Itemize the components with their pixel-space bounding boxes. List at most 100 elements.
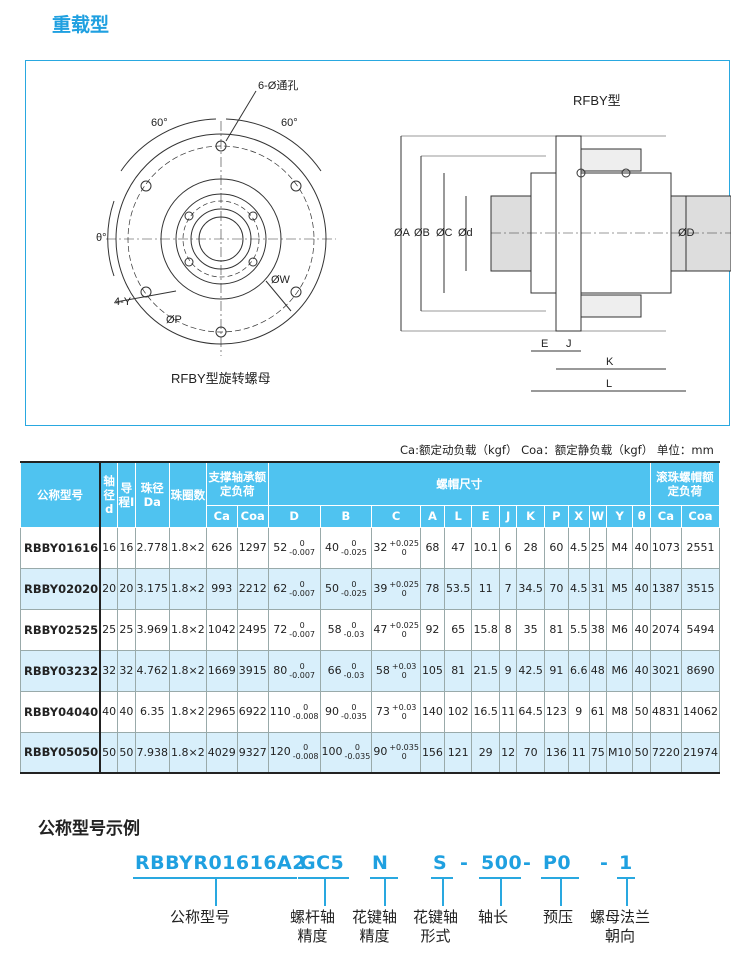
- label-j: J: [566, 338, 572, 350]
- code-part: N: [372, 852, 389, 874]
- cell-d: 32: [99, 649, 119, 692]
- code-part: 1: [619, 852, 633, 874]
- nominal-value: 58: [375, 663, 390, 677]
- label-b: ØB: [414, 227, 430, 239]
- subheader-2: D: [267, 504, 321, 528]
- cell-coa: 2212: [236, 567, 269, 610]
- code-part-label: 花键轴 形式: [413, 908, 459, 945]
- header-da: 珠径Da: [134, 461, 171, 528]
- nominal-value: 39: [373, 581, 388, 595]
- cell-da: 7.938: [134, 731, 171, 774]
- cell-X: 4.5: [567, 526, 590, 569]
- cell-nca: 4831: [649, 690, 682, 733]
- subheader-6: L: [443, 504, 473, 528]
- cell-turns: 1.8×2: [169, 608, 207, 651]
- cell-A: 156: [419, 731, 445, 774]
- header-ballnut: 滚珠螺帽额定负荷: [649, 461, 721, 506]
- tolerance: 0-0.007: [289, 621, 315, 639]
- code-part-label: 花键轴 精度: [352, 908, 398, 945]
- tolerance: 0-0.035: [341, 703, 367, 721]
- cell-L: 53.5: [443, 567, 473, 610]
- cell-d: 40: [99, 690, 119, 733]
- tolerance: 0-0.007: [289, 580, 315, 598]
- cell-ncoa: 5494: [680, 608, 721, 651]
- cell-J: 9: [498, 649, 518, 692]
- label-theta: θ°: [96, 232, 107, 244]
- cell-W: 25: [588, 526, 607, 569]
- cell-model: RBBY02525: [20, 608, 102, 651]
- cell-model: RBBY01616: [20, 526, 102, 569]
- upper-tolerance: 0: [351, 702, 357, 712]
- subheader-16: Coa: [680, 504, 721, 528]
- tolerance: 0-0.03: [344, 621, 365, 639]
- lower-tolerance: -0.035: [344, 752, 371, 762]
- code-part-label: 螺母法兰 朝向: [590, 908, 651, 945]
- lower-tolerance: -0.007: [289, 588, 316, 598]
- header-model: 公称型号: [20, 461, 102, 528]
- lower-tolerance: 0: [401, 670, 407, 680]
- upper-tolerance: +0.025: [389, 579, 419, 589]
- cell-P: 136: [543, 731, 569, 774]
- cell-lead: 20: [117, 567, 136, 610]
- code-part-label: 预压: [543, 908, 574, 926]
- nominal-value: 73: [375, 704, 390, 718]
- units-note: Ca:额定动负载（kgf） Coa：额定静负载（kgf） 单位：mm: [400, 443, 714, 457]
- upper-tolerance: 0: [299, 538, 305, 548]
- cell-K: 35: [516, 608, 545, 651]
- nominal-value: 52: [273, 540, 288, 554]
- cell-nca: 7220: [649, 731, 682, 774]
- cell-P: 91: [543, 649, 569, 692]
- cell-J: 8: [498, 608, 518, 651]
- label-a: ØA: [394, 227, 411, 239]
- cell-W: 31: [588, 567, 607, 610]
- cell-P: 60: [543, 526, 569, 569]
- subheader-13: Y: [605, 504, 634, 528]
- nominal-value: 58: [327, 622, 342, 636]
- lower-tolerance: 0: [401, 752, 407, 762]
- subheader-9: K: [516, 504, 545, 528]
- nominal-value: 72: [273, 622, 288, 636]
- cell-X: 6.6: [567, 649, 590, 692]
- tolerance: 0-0.035: [345, 743, 371, 761]
- cell-Y: M10: [605, 731, 634, 774]
- cell-coa: 1297: [236, 526, 269, 569]
- cell-lead: 50: [117, 731, 136, 774]
- cell-E: 21.5: [471, 649, 500, 692]
- label-k: K: [606, 356, 614, 368]
- subheader-4: C: [371, 504, 421, 528]
- cell-ca: 4029: [205, 731, 238, 774]
- cell-L: 102: [443, 690, 473, 733]
- lower-tolerance: 0: [401, 588, 407, 598]
- lower-tolerance: 0: [401, 629, 407, 639]
- code-part: P0: [543, 852, 572, 874]
- label-e: E: [541, 338, 548, 350]
- header-turns: 珠圈数: [169, 461, 207, 528]
- cell-turns: 1.8×2: [169, 526, 207, 569]
- cell-ncoa: 8690: [680, 649, 721, 692]
- cell-model: RBBY05050: [20, 731, 102, 774]
- tolerance: 0-0.007: [289, 539, 315, 557]
- header-support: 支撑轴承额定负荷: [205, 461, 269, 506]
- upper-tolerance: 0: [351, 538, 357, 548]
- nominal-value: 50: [325, 581, 340, 595]
- cell-A: 92: [419, 608, 445, 651]
- cell-ncoa: 14062: [680, 690, 721, 733]
- cell-d: 16: [99, 526, 119, 569]
- header-nut: 螺帽尺寸: [267, 461, 651, 506]
- tolerance: 0-0.025: [341, 580, 367, 598]
- cell-L: 121: [443, 731, 473, 774]
- lower-tolerance: 0: [401, 547, 407, 557]
- cell-Y: M6: [605, 608, 634, 651]
- subheader-5: A: [419, 504, 445, 528]
- cell-da: 2.778: [134, 526, 171, 569]
- lower-tolerance: -0.03: [343, 670, 365, 680]
